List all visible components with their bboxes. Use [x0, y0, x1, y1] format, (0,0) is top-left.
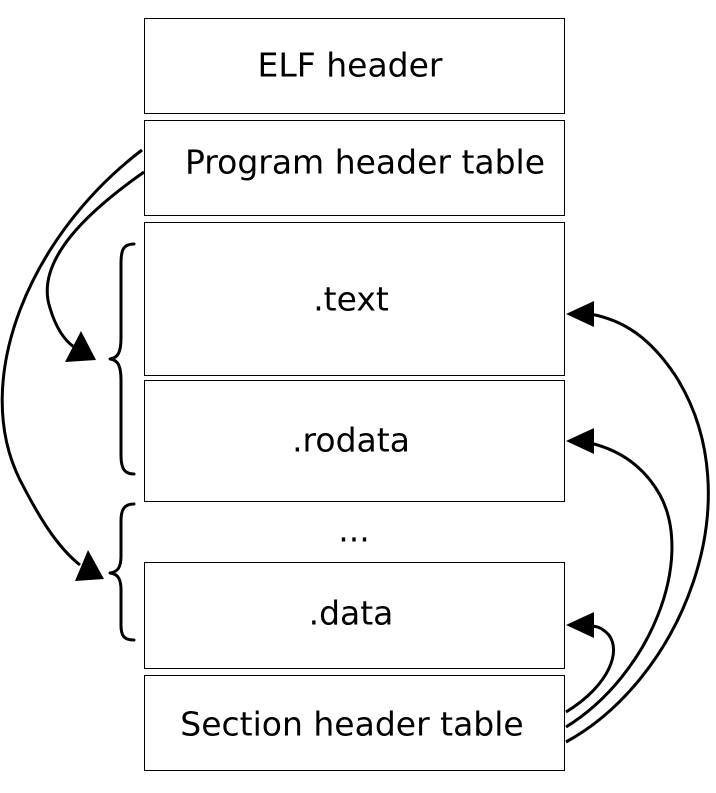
- elf-header-block: ELF header: [144, 18, 565, 114]
- section-header-to-data-arrow: [565, 624, 616, 714]
- elf-header-box: [144, 18, 565, 114]
- program-header-table-block: Program header table: [144, 120, 565, 216]
- section-header-table-label: Section header table: [180, 705, 523, 744]
- data-section-block: .data: [144, 562, 565, 669]
- rodata-section-block: .rodata: [144, 380, 565, 502]
- program-header-table-box: [144, 120, 565, 216]
- program-header-to-lower-segment-arrowhead: [75, 550, 104, 581]
- section-header-to-rodata-arrow: [565, 441, 674, 729]
- ellipsis-label: ...: [338, 511, 369, 550]
- text-section-box: [144, 222, 565, 376]
- program-header-to-upper-segment-arrowhead: [65, 331, 96, 362]
- program-header-to-lower-segment-arrow: [0, 148, 143, 567]
- rodata-section-box: [144, 380, 565, 502]
- section-header-to-rodata-arrowhead: [566, 428, 594, 454]
- section-header-to-data-arrowhead: [566, 612, 594, 638]
- section-header-to-text-arrow: [565, 312, 710, 744]
- section-header-to-text-arrowhead: [566, 301, 594, 327]
- data-section-label: .data: [309, 594, 394, 633]
- text-section-label: .text: [313, 280, 389, 319]
- text-section-block: .text: [144, 222, 565, 376]
- rodata-section-label: .rodata: [292, 421, 410, 460]
- segment-brace-upper: [108, 242, 136, 476]
- program-header-to-upper-segment-arrow: [45, 170, 145, 349]
- elf-header-label: ELF header: [258, 46, 443, 85]
- data-section-box: [144, 562, 565, 669]
- section-header-table-block: Section header table: [144, 675, 565, 771]
- segment-brace-lower: [108, 502, 136, 642]
- program-header-table-label: Program header table: [185, 143, 545, 182]
- section-header-table-box: [144, 675, 565, 771]
